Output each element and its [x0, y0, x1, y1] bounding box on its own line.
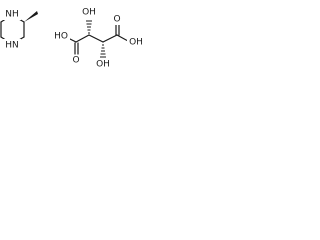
atom-label-oh-c2: OH	[82, 8, 96, 18]
tartaric-acid: OH HO O O OH OH	[53, 6, 145, 70]
hashed-bond-c3-oh	[100, 44, 106, 58]
label-mask	[127, 36, 145, 47]
label-mask	[3, 9, 21, 20]
label-mask	[53, 30, 70, 41]
label-mask	[112, 14, 122, 25]
atom-label-o-right: O	[113, 15, 120, 25]
atom-label-nh-top: NH	[5, 10, 19, 20]
atom-label-oh-right: OH	[129, 38, 143, 48]
label-mask	[71, 55, 81, 66]
hashed-bond-c2-oh	[86, 20, 92, 34]
methyl-wedge-bond	[24, 11, 38, 22]
atom-label-oh-c3: OH	[96, 60, 110, 70]
bond-right-carboxyl-oh	[116, 34, 129, 42]
atom-label-hn-bottom: HN	[5, 41, 19, 51]
atom-label-o-left: O	[72, 56, 79, 66]
bond-cooh-left-to-c2	[75, 34, 90, 43]
bond-c2-c3	[88, 34, 104, 43]
methylpiperazine: NH HN	[0, 9, 38, 51]
label-mask	[3, 39, 21, 50]
structure-diagram: NH HN	[0, 6, 145, 70]
label-mask	[78, 6, 100, 18]
bond-c3-cooh-right	[102, 34, 118, 43]
atom-label-ho-left: HO	[54, 32, 68, 42]
label-mask	[94, 58, 112, 69]
